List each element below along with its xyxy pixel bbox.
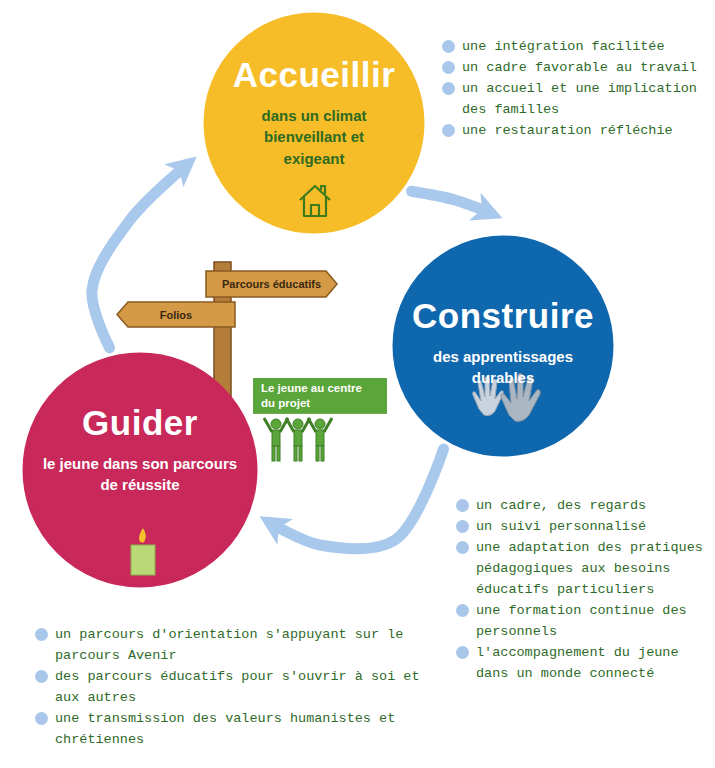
bullet-list: un cadre, des regards un suivi personnali… — [454, 495, 712, 684]
bullet-text: une intégration facilitée — [462, 39, 665, 54]
box-fill — [253, 378, 387, 414]
step-subtitle: des apprentissages durables — [408, 346, 598, 390]
circle-fill — [205, 14, 423, 232]
step-circle: Construire des apprentissages durables — [392, 235, 614, 457]
step-circle: Guider le jeune dans son parcours de réus… — [22, 352, 258, 588]
bullet-dot — [456, 541, 469, 554]
bullet-text: une restauration réfléchie — [462, 123, 673, 138]
sign-label: Folios — [160, 309, 192, 321]
bullet-dot — [456, 520, 469, 533]
circle-fill — [24, 354, 256, 586]
bullet-text: l'accompagnement du jeune dans un monde … — [476, 645, 679, 681]
step-title: Guider — [82, 404, 198, 443]
bullet-item: une restauration réfléchie — [440, 120, 712, 141]
bullet-list: une intégration facilitée un cadre favora… — [440, 36, 712, 141]
step-title: Construire — [412, 297, 594, 336]
signpost-board: Parcours éducatifs — [205, 270, 338, 298]
bullet-list: un parcours d'orientation s'appuyant sur… — [33, 624, 433, 750]
sign-board — [206, 271, 337, 297]
bullet-dot — [456, 604, 469, 617]
bullet-text: une adaptation des pratiques pédagogique… — [476, 540, 703, 597]
bullet-dot — [35, 712, 48, 725]
cycle-arrow — [270, 449, 444, 549]
bullet-item: un cadre, des regards — [454, 495, 712, 516]
center-label: Le jeune au centre du projet — [261, 381, 379, 411]
bullet-dot — [35, 628, 48, 641]
bullet-dot — [442, 82, 455, 95]
people-figures — [264, 418, 332, 461]
bullet-item: un cadre favorable au travail — [440, 57, 712, 78]
bullet-text: une transmission des valeurs humanistes … — [55, 711, 395, 747]
bullet-text: un cadre, des regards — [476, 498, 646, 513]
signpost-board: Folios — [116, 301, 236, 328]
sign-label: Parcours éducatifs — [222, 278, 321, 290]
step-subtitle: le jeune dans son parcours de réussite — [33, 453, 248, 497]
bullet-dot — [456, 646, 469, 659]
bullet-dot — [456, 499, 469, 512]
bullet-item: une transmission des valeurs humanistes … — [33, 708, 433, 750]
bullet-item: un suivi personnalisé — [454, 516, 712, 537]
house-icon — [300, 186, 330, 216]
bullet-text: une formation continue des personnels — [476, 603, 687, 639]
bullet-dot — [442, 61, 455, 74]
bullet-text: un cadre favorable au travail — [462, 60, 697, 75]
step-circle: Accueillir dans un climat bienveillant et… — [203, 12, 425, 234]
bullet-item: une formation continue des personnels — [454, 600, 712, 642]
step-subtitle: dans un climat bienveillant et exigeant — [239, 105, 389, 170]
bullet-dot — [442, 124, 455, 137]
step-title: Accueillir — [233, 56, 396, 95]
circle-fill — [394, 237, 612, 455]
bullet-text: un accueil et une implication des famill… — [462, 81, 697, 117]
bullet-item: un parcours d'orientation s'appuyant sur… — [33, 624, 433, 666]
cycle-arrow — [411, 191, 491, 213]
bullet-dot — [35, 670, 48, 683]
bullet-item: des parcours éducatifs pour s'ouvrir à s… — [33, 666, 433, 708]
bullet-dot — [442, 40, 455, 53]
center-label-box: Le jeune au centre du projet — [253, 378, 387, 414]
bullet-item: l'accompagnement du jeune dans un monde … — [454, 642, 712, 684]
bullet-text: des parcours éducatifs pour s'ouvrir à s… — [55, 669, 420, 705]
bullet-text: un parcours d'orientation s'appuyant sur… — [55, 627, 403, 663]
sign-board — [117, 302, 235, 327]
bullet-item: une adaptation des pratiques pédagogique… — [454, 537, 712, 600]
circle-shape — [392, 235, 614, 457]
bullet-text: un suivi personnalisé — [476, 519, 646, 534]
candle-icon — [131, 528, 155, 575]
bullet-item: une intégration facilitée — [440, 36, 712, 57]
bullet-item: un accueil et une implication des famill… — [440, 78, 712, 120]
